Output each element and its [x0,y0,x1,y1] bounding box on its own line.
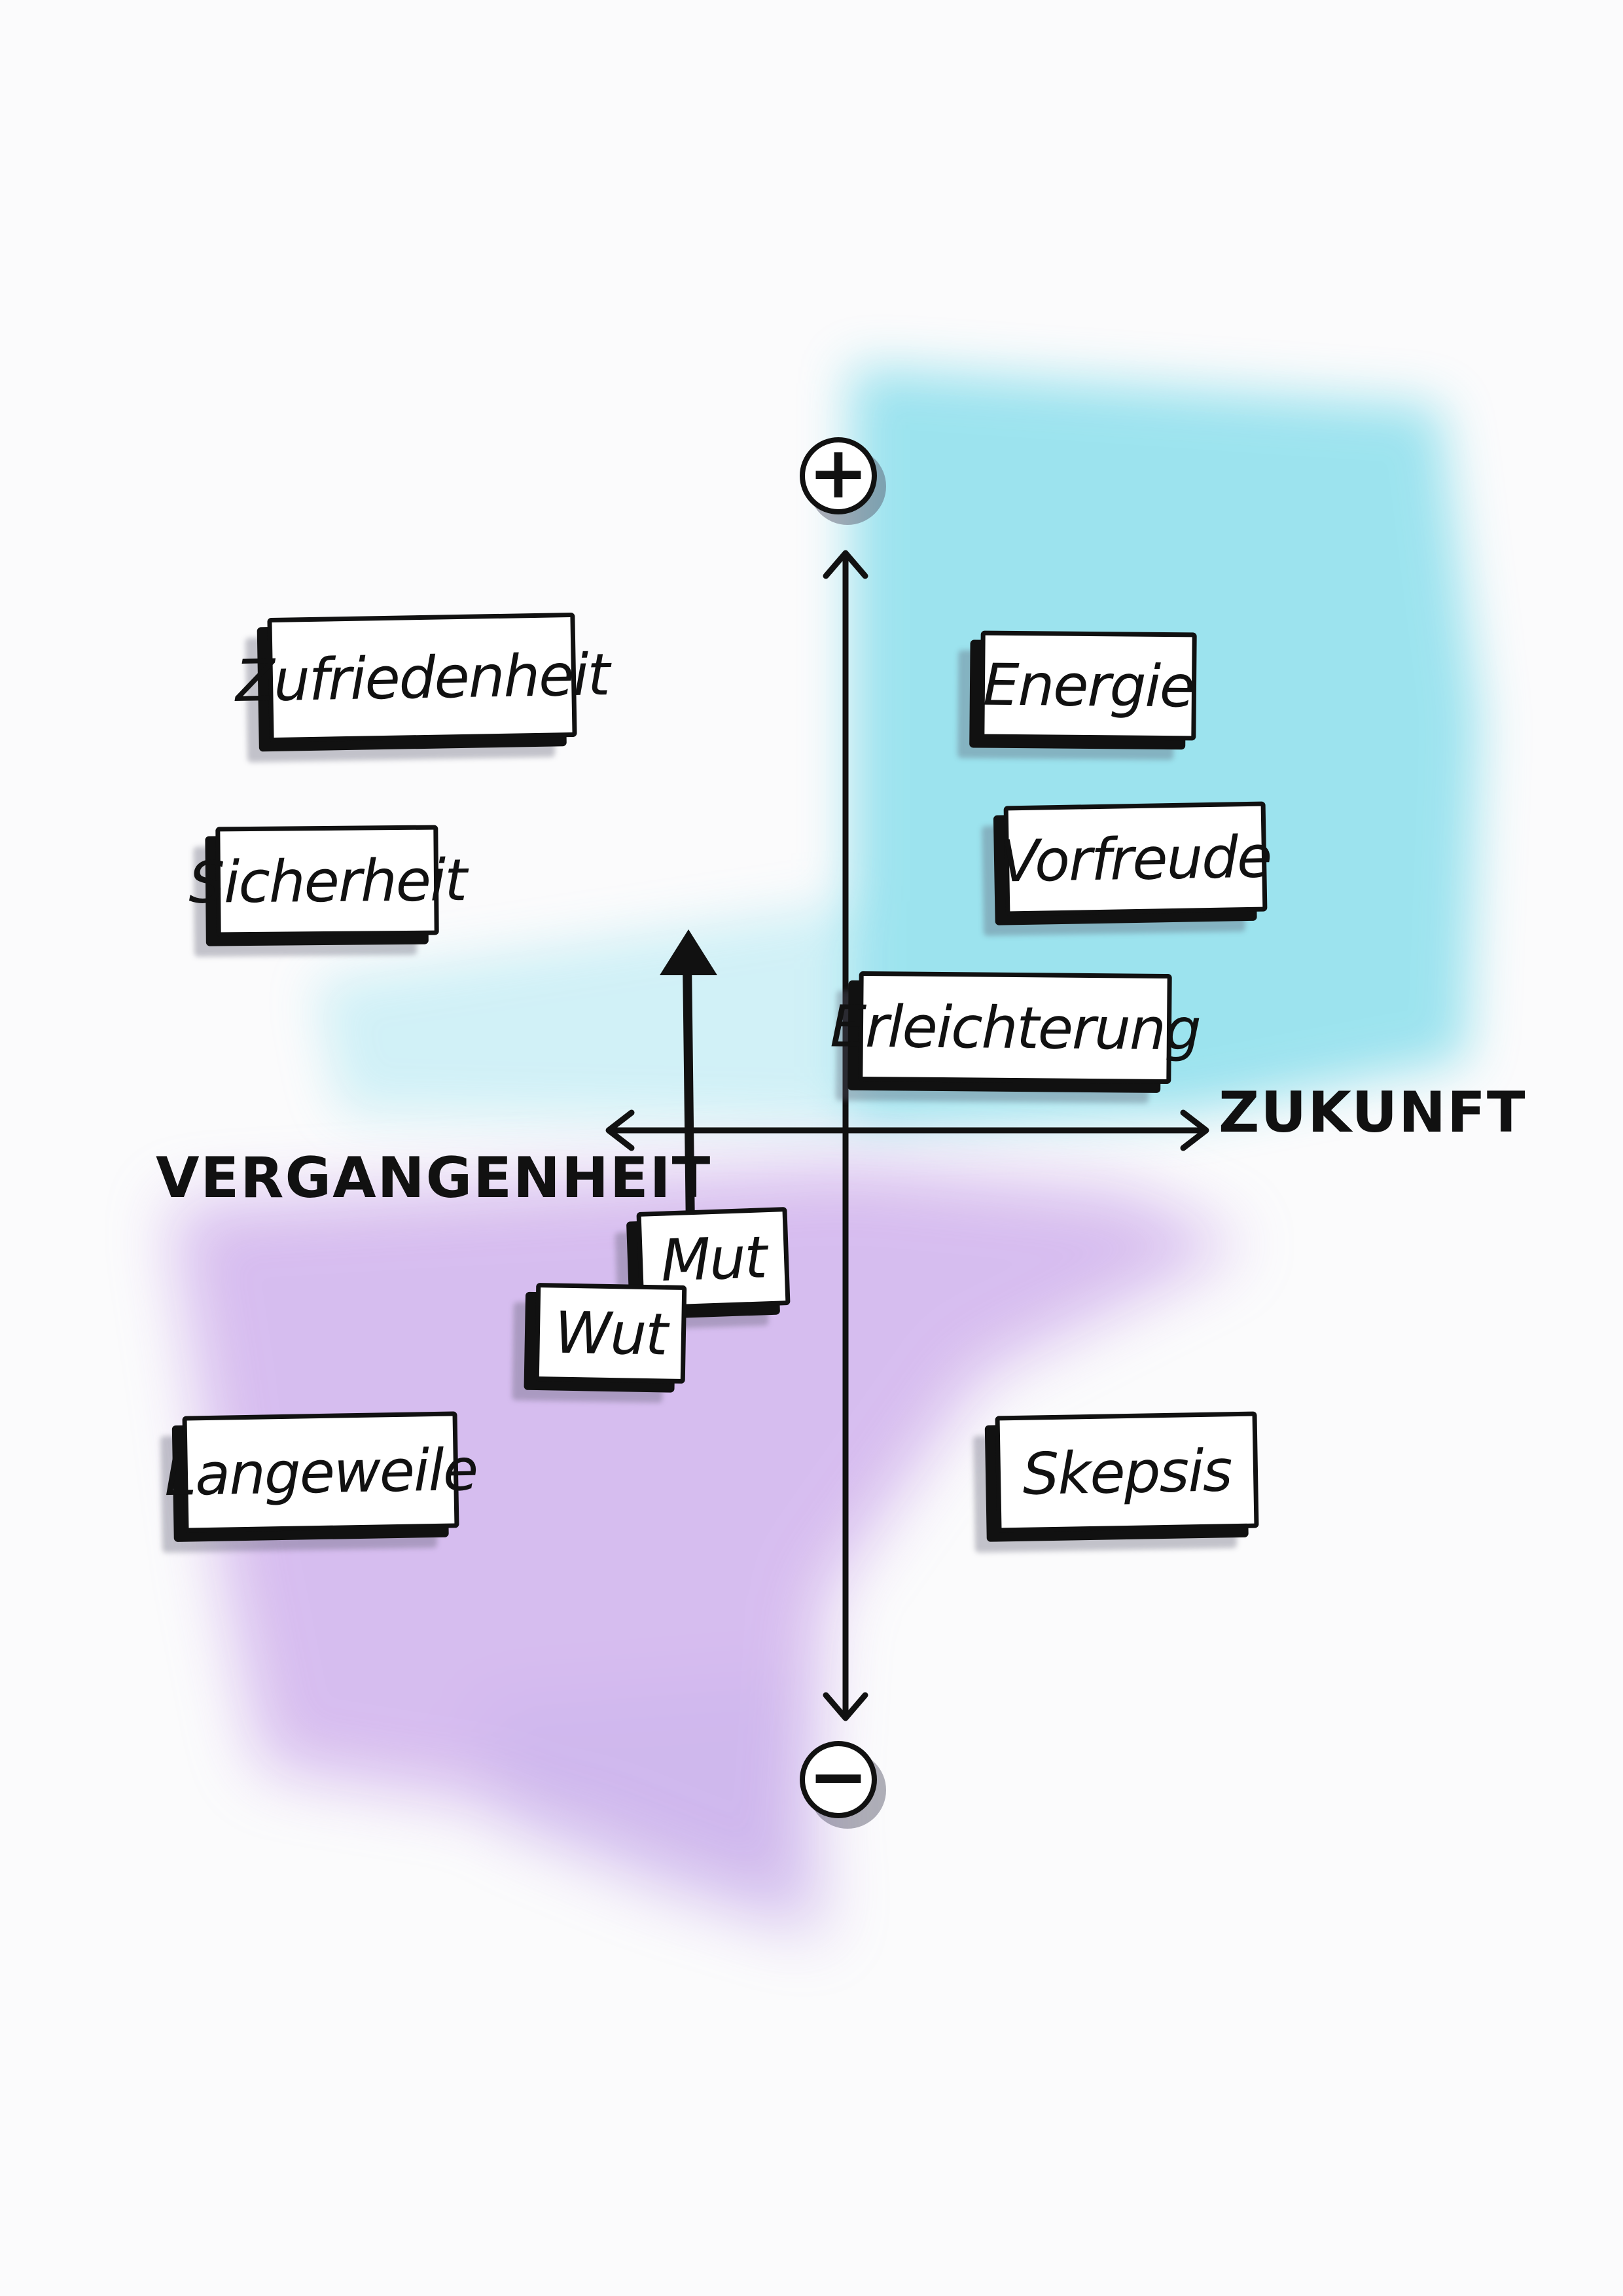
positive-future-wash [851,367,1479,1126]
card-label: Energie [982,651,1194,721]
minus-sign: − [808,1734,869,1818]
card-label: Skepsis [1022,1436,1232,1508]
card-sicherheit: Sicherheit [188,825,466,937]
card-label: Erleichterung [829,992,1201,1063]
card-label: Sicherheit [188,846,467,916]
card-label: Langeweile [164,1435,478,1509]
card-label: Wut [554,1299,668,1368]
card-langeweile: Langeweile [164,1411,478,1533]
negative-lower-wash [471,1676,825,1937]
card-label: Vorfreude [999,822,1272,895]
plus-pole-symbol: + [800,437,877,514]
axis-label-past: VERGANGENHEIT [156,1145,712,1211]
negative-past-wash [170,1165,1243,1898]
card-wut: Wut [534,1283,687,1384]
axis-label-future: ZUKUNFT [1219,1080,1527,1145]
card-label: Zufriedenheit [234,640,610,715]
card-zufriedenheit: Zufriedenheit [235,612,609,743]
positive-past-wash [314,903,851,1126]
card-label: Mut [660,1223,767,1295]
card-erleichterung: Erleichterung [830,971,1200,1085]
vertical-axis-bottom-arrowhead [823,1692,868,1721]
minus-pole-symbol: − [800,1734,877,1818]
card-vorfreude: Vorfreude [999,801,1272,916]
mut-arrow-shaft [683,958,695,1235]
horizontal-axis-right-arrowhead [1180,1109,1209,1151]
card-skepsis: Skepsis [995,1411,1259,1533]
mut-arrow-head [660,929,717,975]
plus-sign: + [808,431,869,514]
horizontal-axis-left-arrowhead [605,1109,635,1151]
vertical-axis-top-arrowhead [823,550,868,579]
card-energie: Energie [980,630,1197,741]
